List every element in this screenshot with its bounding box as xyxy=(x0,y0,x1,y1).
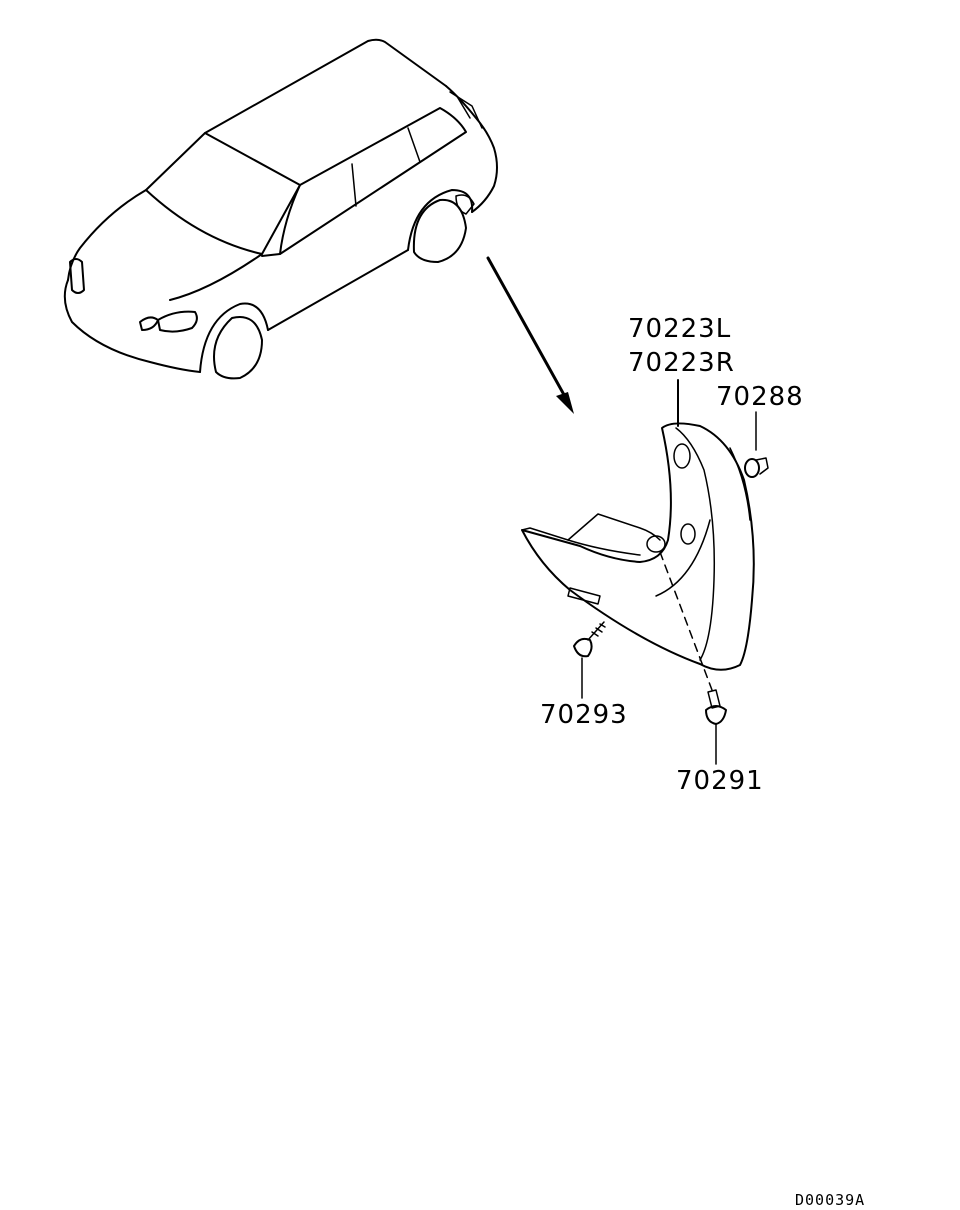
rivet-illustration xyxy=(705,689,727,765)
mudguard-illustration xyxy=(521,422,755,691)
screw-illustration xyxy=(573,621,606,699)
direction-arrow xyxy=(486,256,574,414)
part-number-mudguard-left: 70223L xyxy=(628,314,732,344)
part-number-rivet: 70291 xyxy=(676,766,764,796)
clip-illustration xyxy=(744,411,769,478)
part-number-mudguard-right: 70223R xyxy=(628,348,735,378)
diagram-reference-code: D00039A xyxy=(795,1191,866,1209)
part-number-screw: 70293 xyxy=(540,700,628,730)
part-number-clip: 70288 xyxy=(716,382,804,412)
vehicle-illustration xyxy=(63,38,498,380)
